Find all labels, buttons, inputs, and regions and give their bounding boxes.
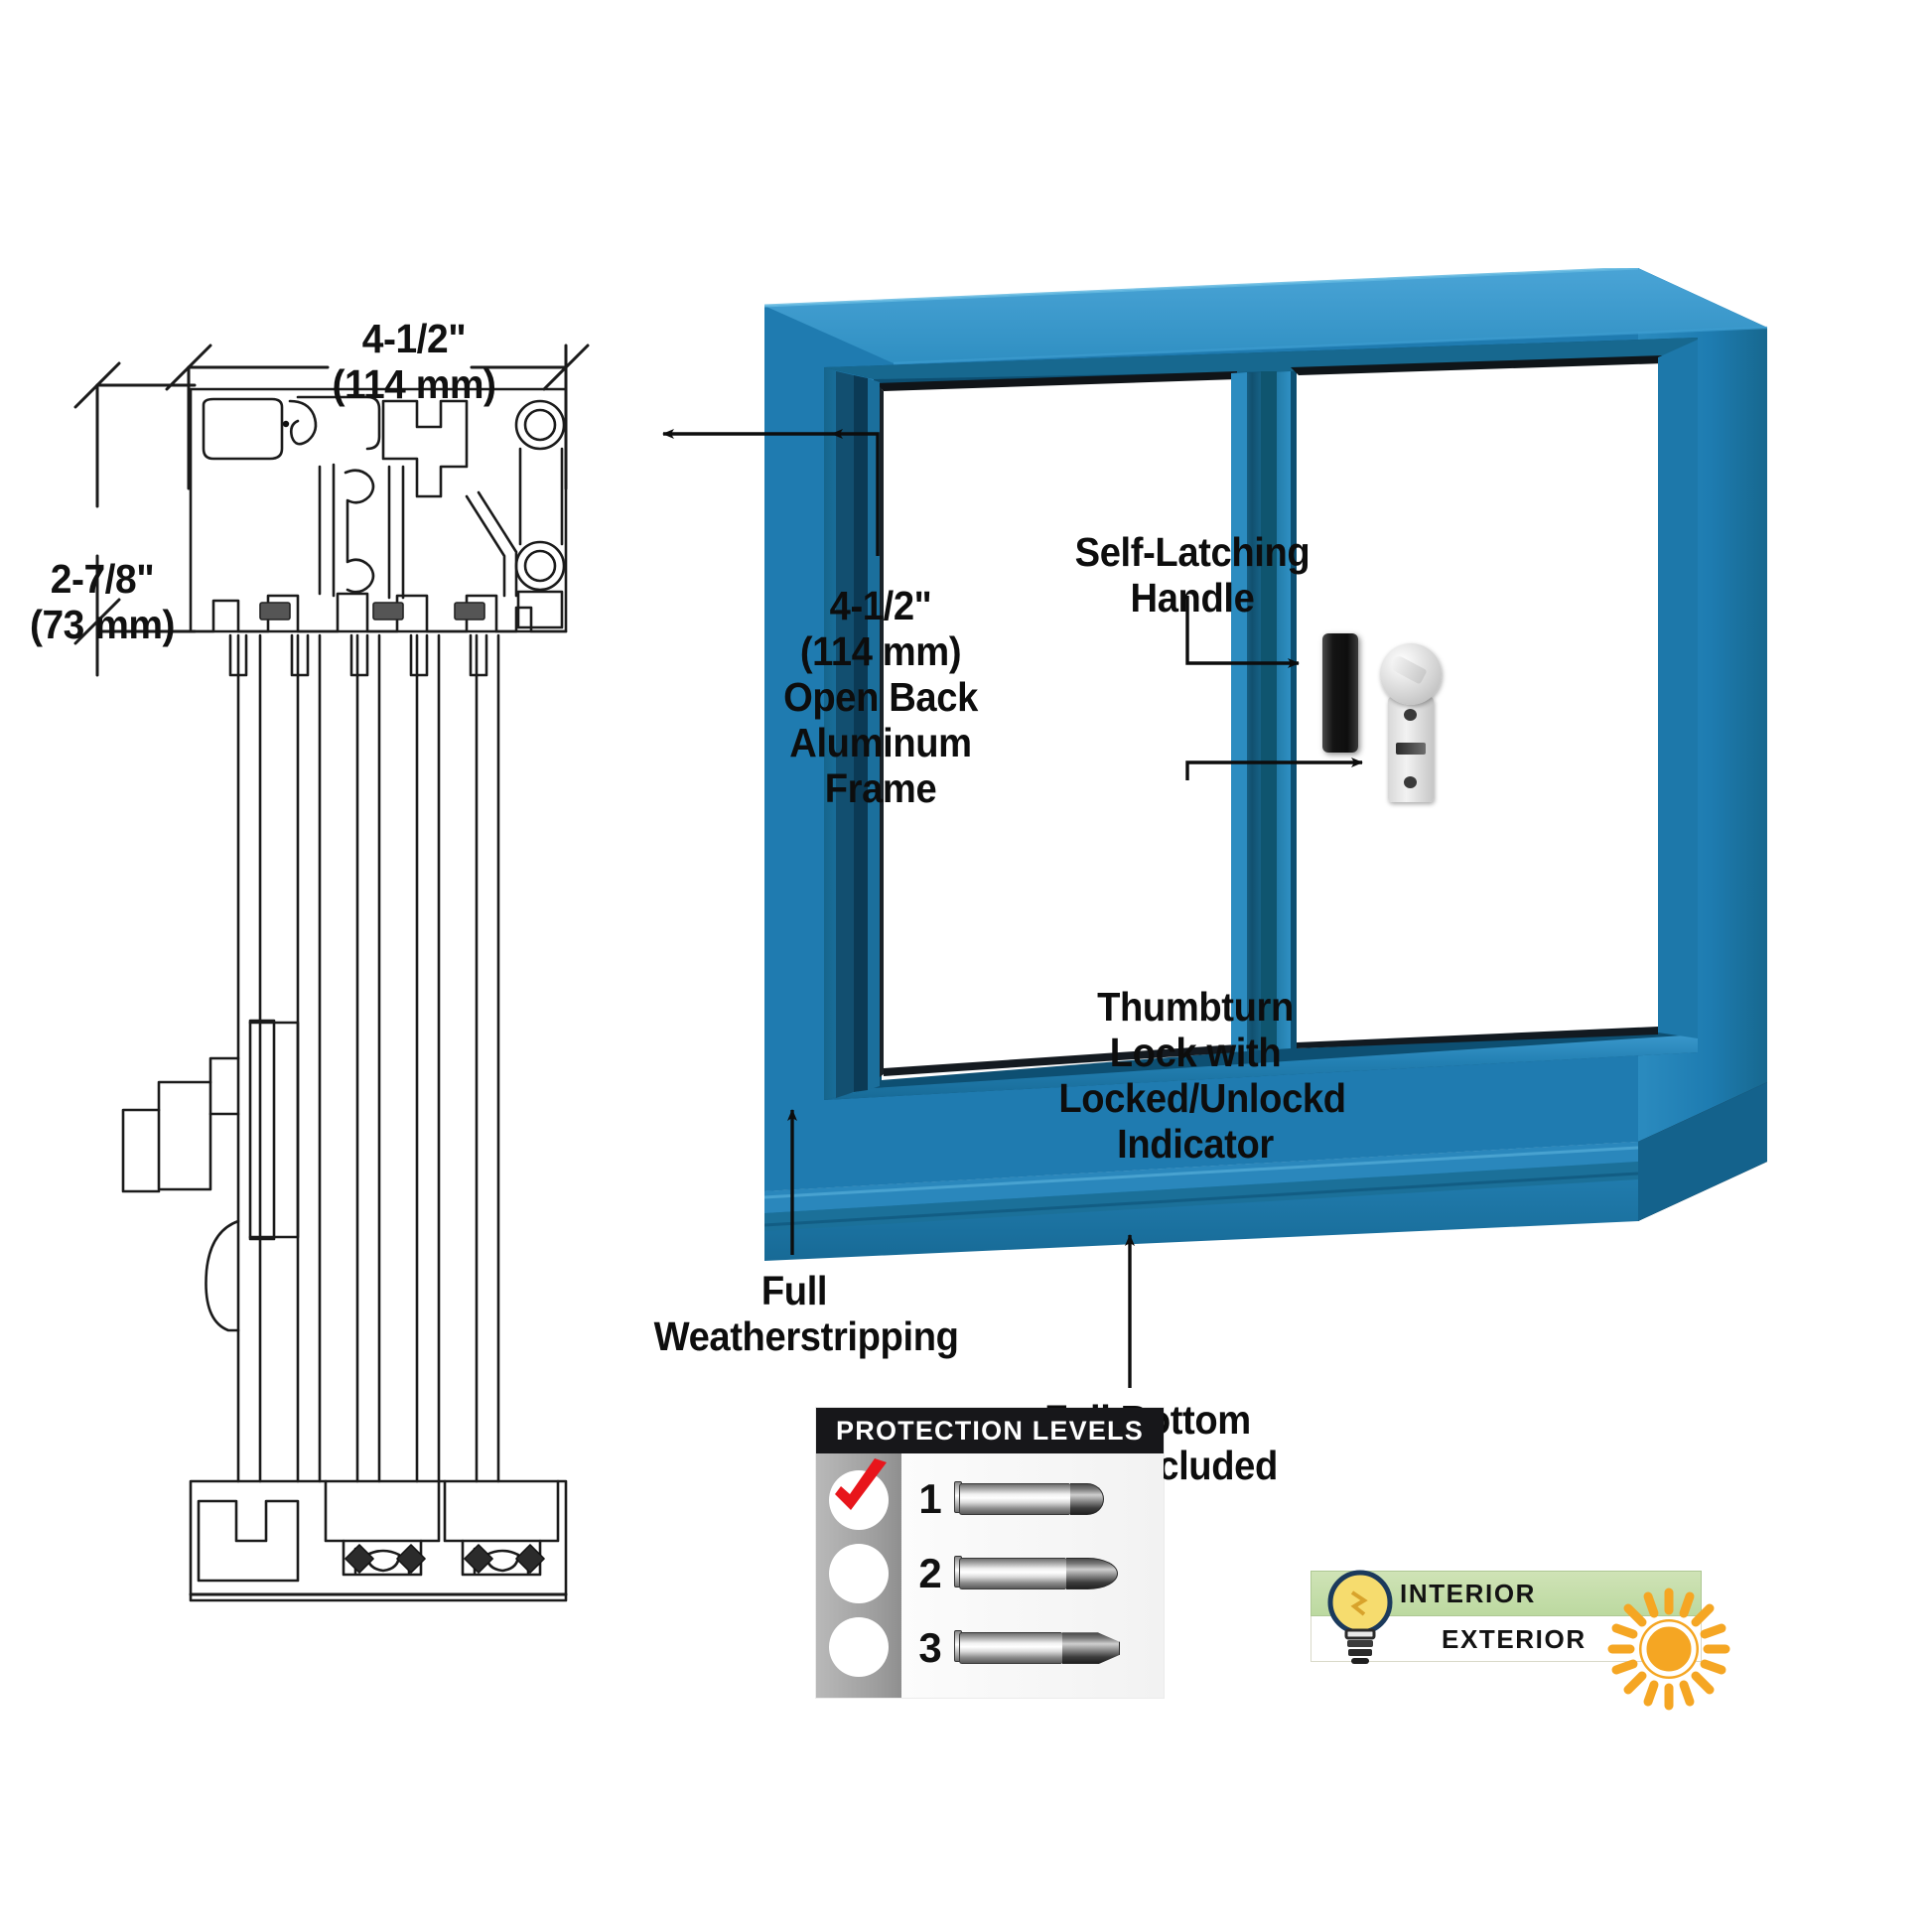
protection-level-2-checkbox[interactable] [829,1544,889,1603]
callout-open-back-aluminum-frame: 4-1/2" (114 mm) Open Back Aluminum Frame [783,583,978,811]
lock-indicator-window [1396,743,1426,755]
window-svg [763,266,1768,1261]
red-check-icon [835,1458,887,1510]
bullet-level-2-icon [954,1555,1118,1590]
protection-levels-badge: PROTECTION LEVELS 1 [816,1408,1164,1698]
interior-label: INTERIOR [1400,1579,1537,1608]
window-product-render [763,266,1857,1370]
bullet-level-3-icon [954,1630,1120,1665]
interior-exterior-legend: INTERIOR EXTERIOR [1283,1557,1730,1711]
cross-section-svg [73,344,590,1602]
protection-levels-title: PROTECTION LEVELS [816,1408,1164,1453]
protection-levels-rows: 1 2 3 [901,1453,1164,1698]
lightbulb-icon [1327,1570,1393,1664]
height-dimension-label: 2-7/8" (73 mm) [29,556,176,648]
sun-icon [1607,1587,1730,1711]
protection-level-3-checkbox[interactable] [829,1617,889,1677]
protection-level-1-checkbox[interactable] [829,1458,889,1530]
thumbturn-knob[interactable] [1380,643,1442,705]
bullet-level-1-icon [954,1480,1104,1516]
protection-level-number: 2 [918,1549,942,1596]
protection-level-number: 3 [918,1624,942,1672]
cross-section-drawing: 4-1/2" (114 mm) 2-7/8" (73 mm) [0,0,695,1688]
protection-level-row: 2 [915,1550,1154,1597]
lock-screw-bottom-icon [1404,776,1417,788]
thumbturn-lever-icon [1388,653,1428,685]
thumbturn-lock[interactable] [1388,697,1434,802]
protection-levels-body: 1 2 3 [816,1453,1164,1698]
callout-self-latching-handle: Self-Latching Handle [1074,529,1311,621]
self-latching-handle[interactable] [1322,633,1358,753]
exterior-label: EXTERIOR [1442,1624,1587,1654]
protection-level-number: 1 [918,1474,942,1522]
callout-full-weatherstripping: Full Weatherstripping [653,1268,959,1359]
protection-levels-checkbox-column [816,1453,901,1698]
width-dimension-label: 4-1/2" (114 mm) [332,316,496,408]
protection-level-row: 3 [915,1624,1154,1672]
callout-thumbturn-lock: Thumbturn Lock with Locked/Unlockd Indic… [1058,984,1346,1167]
lock-screw-top-icon [1404,709,1417,721]
protection-level-row: 1 [915,1475,1154,1523]
